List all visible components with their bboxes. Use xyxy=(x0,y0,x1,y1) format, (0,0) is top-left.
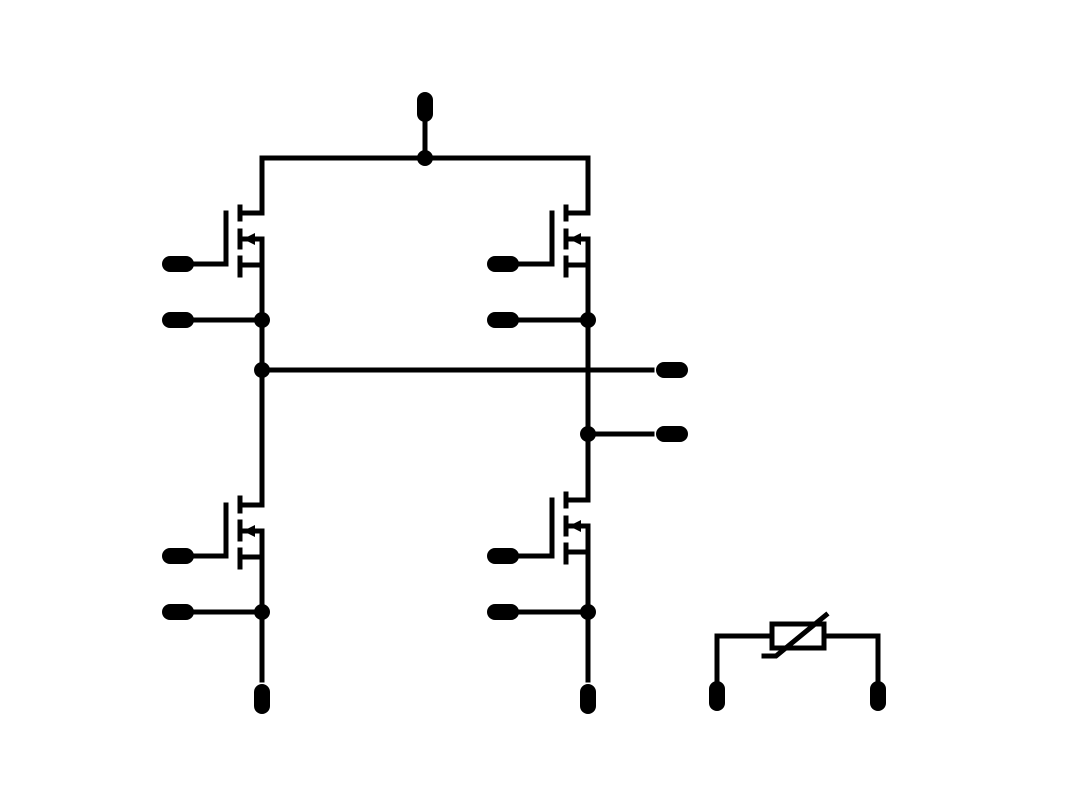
mosfet-q1 xyxy=(162,204,265,278)
junction-dot xyxy=(580,604,596,620)
thermistor-rt1 xyxy=(709,611,886,711)
mosfet-arrow-icon xyxy=(569,233,581,245)
top-supply-net xyxy=(259,92,591,216)
junction-dot xyxy=(254,604,270,620)
mosfet-q3 xyxy=(162,495,265,570)
junction-dot xyxy=(254,312,270,328)
junction-dot xyxy=(417,150,433,166)
q4-source-net xyxy=(487,549,596,714)
thermistor-slash-icon xyxy=(761,611,830,659)
thermistor-body xyxy=(769,621,827,651)
q2-source-net xyxy=(487,262,688,503)
q1-source-net xyxy=(162,262,270,373)
q3-source-net xyxy=(162,554,270,714)
mosfet-arrow-icon xyxy=(243,233,255,245)
junction-dot xyxy=(580,312,596,328)
mosfet-q4 xyxy=(487,491,591,565)
junction-dot xyxy=(580,426,596,442)
mosfet-arrow-icon xyxy=(569,520,581,532)
phase-a-net xyxy=(254,362,688,508)
mosfet-arrow-icon xyxy=(243,525,255,537)
mosfet-q2 xyxy=(487,204,591,278)
